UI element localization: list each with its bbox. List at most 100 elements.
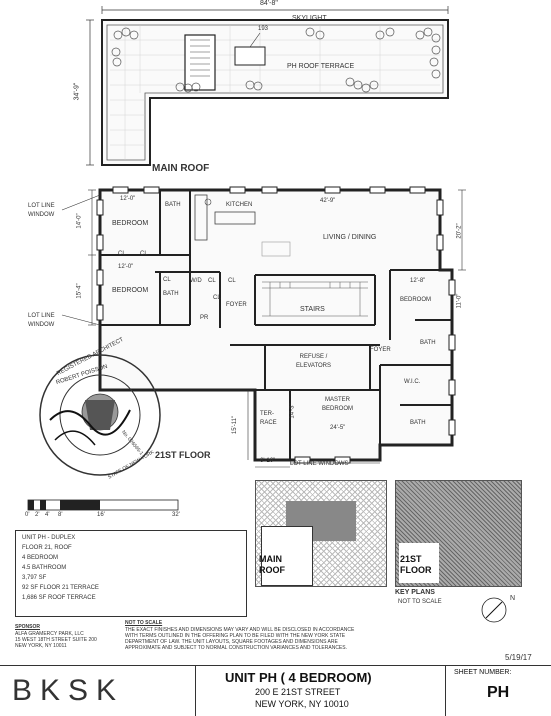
disclaimer-title: NOT TO SCALE [125,620,163,626]
skylight-number: 193 [258,26,269,32]
room-foyer-2: FOYER [370,347,391,353]
lot-line-window-bottom-text: LOT LINE WINDOW [28,313,55,328]
dim-bedroom3-width: 12'-8" [410,278,426,284]
room-bedroom-2: BEDROOM [112,287,149,294]
dim-left-bottom: 15'-4" [76,283,83,299]
room-kitchen: KITCHEN [226,202,253,208]
scale-tick-0: 0' [25,512,30,518]
address-line-2: NEW YORK, NY 10010 [255,699,349,709]
disclaimer-line-2: DEPARTMENT OF LAW. THE UNIT LAYOUTS, SQU… [125,639,338,645]
unit-title: UNIT PH ( 4 BEDROOM) [225,670,372,685]
room-bath-4: BATH [410,420,426,426]
main-roof-label: MAIN ROOF [152,163,210,174]
room-bath-2: BATH [163,291,179,297]
bksk-logo: BKSK [12,674,125,707]
dim-terrace-height: 15'-11" [232,415,239,435]
disclaimer-line-1: WITH TERMS OUTLINED IN THE OFFERING PLAN… [125,633,346,639]
dim-left-top: 14'-0" [76,213,83,229]
scale-bar: 0' 2' 4' 8' 16' 32' [25,497,185,527]
roof-plan: 84'-8" 34'-9" SKYLIGHT 193 PH ROOF TERRA… [0,0,551,180]
room-cl-6: CL [213,295,221,301]
key-plan-21st-floor: 21ST FLOOR [395,480,522,587]
scale-tick-2: 4' [45,512,50,518]
room-cl-1: CL [118,251,126,257]
room-wd: W/D [190,278,202,284]
floor21-plan: LOT LINE WINDOW LOT LINE WINDOW 14'-0" 1… [0,180,551,470]
sponsor-line-2: NEW YORK, NY 10011 [15,643,67,649]
room-pr: PR [200,315,209,321]
room-cl-3: CL [163,277,171,283]
scale-bar-graphic [27,499,179,511]
dim-right-mid: 11'-0" [456,293,463,309]
sheet-number-label: SHEET NUMBER: [454,669,512,676]
key-plans: MAIN ROOF 21ST FLOOR KEY PLANS NOT TO SC… [250,480,522,610]
title-divider-2 [445,666,446,716]
unit-info-line-6: 1,686 SF ROOF TERRACE [22,595,96,601]
room-master: MASTER BEDROOM [322,397,354,412]
room-stairs: STAIRS [300,306,325,313]
lot-line-windows-label: LOT LINE WINDOWS [290,461,349,467]
key-21st-floor-label: 21ST FLOOR [400,554,432,575]
room-wic: W.I.C. [404,379,421,385]
room-bath-3: BATH [420,340,436,346]
key-roof-white-area [261,526,313,586]
scale-tick-4: 16' [97,512,105,518]
dim-living-width: 42'-9" [320,198,336,204]
unit-info-line-0: UNIT PH - DUPLEX [22,535,76,541]
room-terrace: TER- RACE [260,411,277,426]
sponsor-line-0: ALFA GRAMERCY PARK, LLC [15,631,84,637]
seal-graphic [39,354,161,476]
unit-info-box: UNIT PH - DUPLEX FLOOR 21, ROOF 4 BEDROO… [15,530,247,617]
title-divider-1 [195,666,196,716]
roof-width-dim: 84'-8" [260,0,278,7]
lot-line-window-top: LOT LINE WINDOW [28,202,55,220]
plan-date: 5/19/17 [505,653,532,662]
floor21-label: 21ST FLOOR [155,450,211,460]
scale-tick-3: 8' [58,512,63,518]
scale-tick-1: 2' [35,512,40,518]
unit-info-line-3: 4.5 BATHROOM [22,565,67,571]
lot-line-window-bottom: LOT LINE WINDOW [28,312,55,330]
room-cl-2: CL [140,251,148,257]
key-plans-title: KEY PLANS [395,589,435,596]
room-refuse: REFUSE / ELEVATORS [296,354,332,369]
dim-master-width: 24'-5" [330,425,346,431]
key-plan-main-roof: MAIN ROOF [255,480,387,587]
sheet-number: PH [487,684,510,701]
room-bath-1: BATH [165,202,181,208]
dim-bedroom2-width: 12'-0" [118,264,134,270]
scale-tick-5: 32' [172,512,180,518]
roof-height-dim: 34'-9" [73,82,81,101]
unit-info-line-2: 4 BEDROOM [22,555,59,561]
room-foyer-1: FOYER [226,302,247,308]
sponsor-line-1: 15 WEST 18TH STREET SUITE 200 [15,637,97,643]
sponsor-block: SPONSOR ALFA GRAMERCY PARK, LLC 15 WEST … [15,624,115,664]
title-block: BKSK UNIT PH ( 4 BEDROOM) 200 E 21ST STR… [0,665,551,716]
disclaimer-block: NOT TO SCALE THE EXACT FINISHES AND DIME… [125,620,425,660]
room-bedroom-3: BEDROOM [400,297,432,303]
disclaimer-line-3: APPROXIMATE AND SUBJECT TO NORMAL CONSTR… [125,645,347,651]
north-arrow-icon [481,597,507,623]
dim-terrace-width: 6'-10" [260,458,276,464]
roof-plan-drawing [86,6,449,166]
address-line-1: 200 E 21ST STREET [255,687,341,697]
north-arrow: N [478,590,518,630]
sponsor-title: SPONSOR [15,624,41,630]
key-floor-white-area [399,543,439,583]
key-main-roof-label: MAIN ROOF [259,554,285,575]
room-living: LIVING / DINING [323,234,377,241]
unit-info-line-5: 92 SF FLOOR 21 TERRACE [22,585,99,591]
unit-info-line-1: FLOOR 21, ROOF [22,545,72,551]
room-cl-5: CL [228,278,236,284]
lot-line-window-top-text: LOT LINE WINDOW [28,203,55,218]
room-cl-4: CL [208,278,216,284]
floor21-drawing [61,186,466,468]
key-plans-subtitle: NOT TO SCALE [398,599,442,605]
disclaimer-line-0: THE EXACT FINISHES AND DIMENSIONS MAY VA… [125,627,355,633]
north-label: N [510,595,516,602]
room-bedroom-1: BEDROOM [112,220,149,227]
unit-info-line-4: 3,797 SF [22,575,47,581]
dim-right-top: 20'-2" [456,223,463,239]
architect-seal: REGISTERED ARCHITECT ROBERT POISSON No. … [35,337,165,481]
roof-terrace-label: PH ROOF TERRACE [287,63,355,70]
